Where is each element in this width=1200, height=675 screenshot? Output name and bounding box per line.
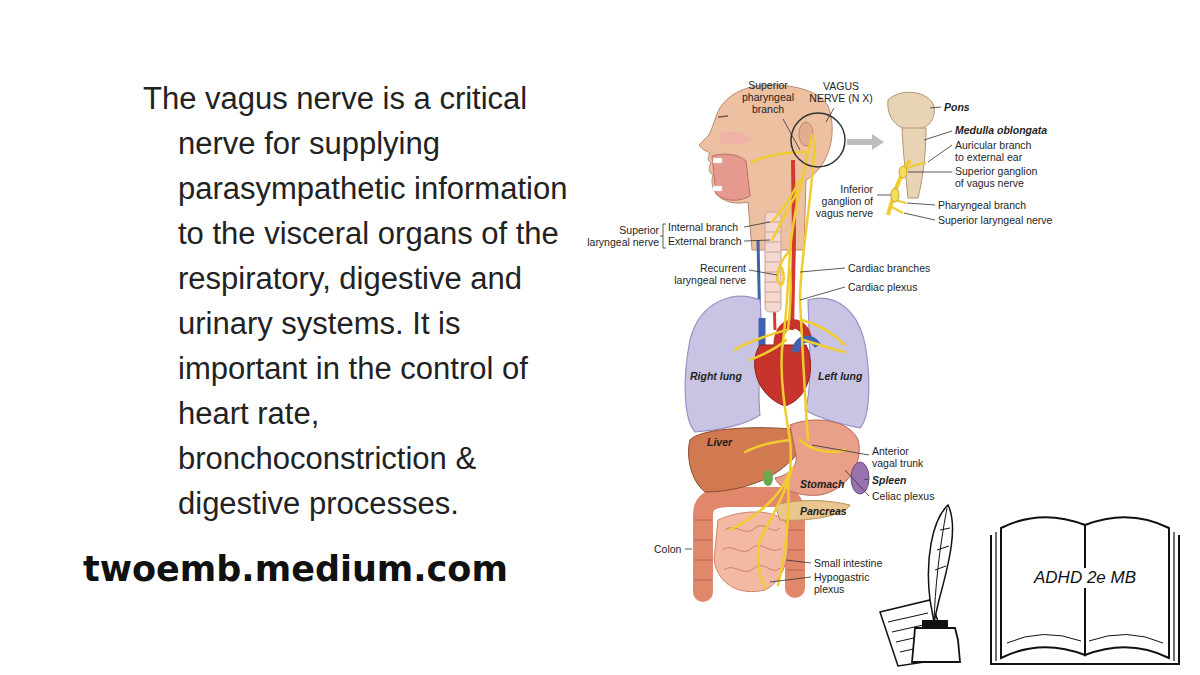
leader-line — [770, 577, 811, 582]
leader-line — [786, 560, 811, 563]
leader-line — [924, 131, 952, 140]
nerve-label: Celiac plexus — [872, 490, 934, 502]
leader-line — [744, 240, 770, 241]
right-lung — [685, 296, 761, 432]
recurrent-laryngeal — [777, 250, 790, 285]
leader-line — [800, 287, 845, 300]
celiac-branch — [778, 474, 788, 585]
leader-line — [744, 222, 770, 227]
leader-line — [845, 470, 869, 496]
leader-line — [749, 270, 777, 275]
intestine-loops — [722, 526, 782, 572]
laryngeal-branch — [772, 190, 798, 240]
organ-label: Right lung — [690, 370, 742, 382]
vagus-trunk — [800, 140, 815, 440]
nerve-label: Cardiac plexus — [848, 281, 917, 293]
magnifier-circle — [791, 113, 845, 167]
leader-line — [826, 108, 834, 122]
organ-label: Liver — [707, 436, 732, 448]
organ-label: Spleen — [872, 474, 906, 486]
gallbladder — [763, 470, 773, 486]
eye — [718, 116, 728, 117]
pulmonary-branch — [804, 340, 845, 352]
leader-line — [908, 172, 952, 173]
pancreas — [775, 500, 850, 520]
pons — [888, 92, 934, 130]
quill-shaft — [934, 508, 950, 622]
organ-label: Pancreas — [800, 505, 847, 517]
nerve-label: Superior ganglion of vagus nerve — [955, 165, 1043, 189]
nasal-cavity — [720, 132, 752, 145]
hepatic-branch — [745, 440, 790, 452]
leader-line — [864, 479, 869, 480]
celiac-branch — [730, 472, 790, 530]
nerve-label: Superior pharyngeal branch — [736, 79, 800, 115]
leader-line — [928, 145, 952, 162]
nerve-label: Recurrent laryngeal nerve — [668, 262, 746, 286]
site-url: twoemb.medium.com — [83, 548, 508, 590]
nerve-label: Inferior ganglion of vagus nerve — [811, 183, 873, 219]
book-page-curl — [1007, 634, 1163, 643]
leader-line — [907, 203, 935, 205]
nerve-label: Superior laryngeal nerve — [581, 224, 659, 248]
superior-ganglion — [899, 166, 907, 178]
celiac-branch — [758, 468, 792, 588]
organ-label: Small intestine — [814, 557, 882, 569]
spleen — [851, 462, 869, 494]
structure-label: Medulla oblongata — [955, 124, 1047, 136]
leader-line — [812, 445, 869, 455]
inset-branches — [892, 163, 926, 213]
organ-label: Colon — [654, 543, 681, 555]
inkwell — [912, 628, 960, 662]
nerve-label: External branch — [668, 235, 742, 247]
leader-line — [930, 107, 941, 108]
body-paragraph: The vagus nerve is a critical nerve for … — [143, 76, 573, 526]
quill — [928, 505, 952, 622]
leader-line — [685, 549, 692, 550]
bracket — [660, 224, 666, 248]
leader-line — [904, 213, 935, 220]
nerve-label: Pharyngeal branch — [938, 199, 1026, 211]
gastric-branch — [800, 440, 845, 452]
leader-lines — [660, 107, 952, 582]
pulmonary-branch — [750, 340, 786, 360]
inset-arrowhead — [872, 134, 884, 150]
nerve-label: Superior laryngeal nerve — [938, 214, 1052, 226]
structure-label: Pons — [944, 101, 970, 113]
logo-book: ADHD 2e MB — [985, 503, 1185, 667]
organ-label: Stomach — [800, 478, 844, 490]
nerve-title: VAGUS NERVE (N X) — [806, 80, 876, 104]
leader-line — [800, 268, 845, 272]
trachea-rings — [765, 222, 781, 302]
nerve-label: Anterior vagal trunk — [872, 445, 932, 469]
inset-arrow — [847, 139, 874, 145]
inferior-ganglion — [891, 188, 899, 202]
leader-line — [877, 195, 891, 196]
logo-text: ADHD 2e MB — [1031, 568, 1139, 588]
organ-label: Left lung — [818, 370, 862, 382]
cardiac-branch — [788, 270, 791, 330]
small-intestine — [714, 512, 788, 592]
leader-line — [783, 119, 800, 150]
nerve-label: Auricular branch to external ear — [955, 139, 1039, 163]
teeth — [713, 158, 722, 191]
left-lung — [805, 298, 869, 428]
carotid-artery — [792, 160, 794, 330]
nerve-label: Cardiac branches — [848, 262, 930, 274]
nerve-label: Hypogastric plexus — [814, 571, 876, 595]
inkwell-neck — [922, 620, 948, 628]
mouth-cavity — [712, 154, 750, 200]
nerve-label: Internal branch — [668, 221, 738, 233]
